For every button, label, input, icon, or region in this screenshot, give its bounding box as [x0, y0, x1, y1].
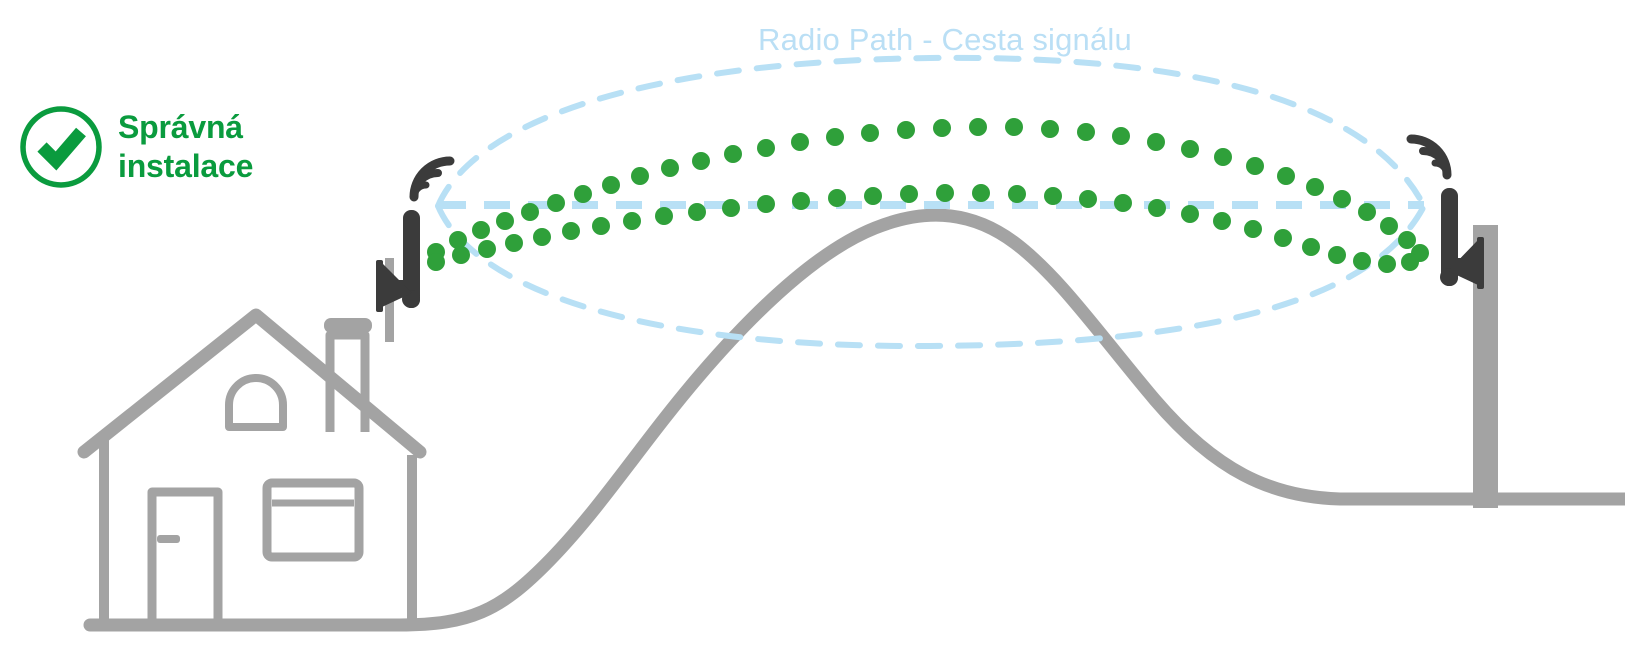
diagram-title: Radio Path - Cesta signálu [758, 22, 1132, 57]
left-antenna [376, 156, 455, 312]
roof [77, 308, 427, 459]
wifi-arcs-right [1406, 134, 1452, 180]
fresnel-upper-arc [435, 54, 1427, 209]
badge-label: Správná instalace [118, 108, 254, 184]
chimney-cap [324, 318, 372, 333]
attic-vent [225, 374, 287, 431]
house-outline [77, 258, 427, 626]
right-antenna [1406, 134, 1484, 289]
wifi-arcs-left [409, 156, 455, 202]
correct-installation-badge: Správná instalace [18, 104, 253, 190]
hill-terrain [83, 208, 1625, 632]
fresnel-zone-ellipse [435, 54, 1427, 350]
door [147, 487, 223, 626]
fresnel-lower-arc [435, 203, 1427, 350]
beam-lower-dots [427, 184, 1419, 273]
chimney [324, 318, 372, 432]
beam-upper-dots [427, 118, 1429, 262]
check-circle-icon [20, 106, 102, 188]
window [262, 478, 364, 562]
door-handle [157, 535, 180, 543]
signal-beam-dots [427, 118, 1429, 273]
